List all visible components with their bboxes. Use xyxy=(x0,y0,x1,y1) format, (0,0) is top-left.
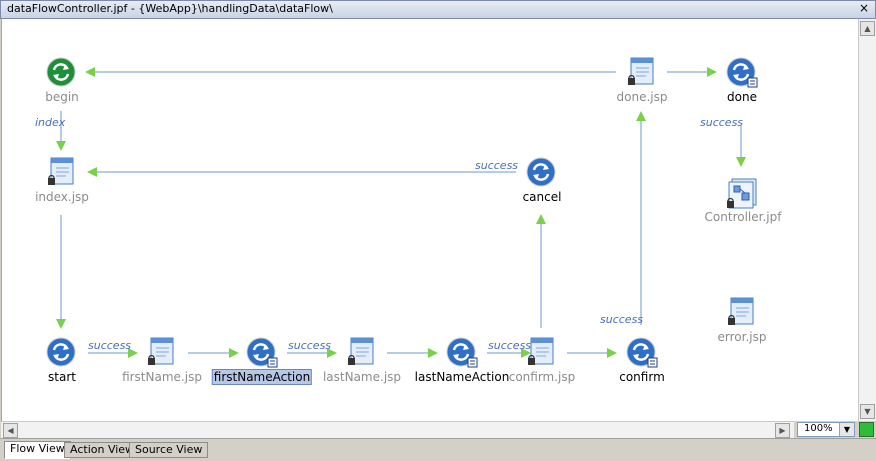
begin-action-node[interactable] xyxy=(46,57,76,90)
edge-label-success: success xyxy=(475,159,519,172)
edge-label-success: success xyxy=(700,116,744,129)
page-flow-icon xyxy=(727,178,757,209)
action-icon xyxy=(526,157,556,187)
lastname-action-node[interactable] xyxy=(446,337,478,372)
edge-label-index: index xyxy=(35,116,66,129)
edge-label-success: success xyxy=(488,339,532,352)
firstname-action-label: firstNameAction xyxy=(211,369,313,385)
done-action-node[interactable] xyxy=(726,57,758,92)
error-jsp-label: error.jsp xyxy=(717,330,767,344)
scroll-left-icon[interactable]: ◀ xyxy=(3,423,18,438)
zoom-select[interactable]: 100% ▼ xyxy=(797,422,855,437)
jsp-page-icon xyxy=(728,297,754,325)
vertical-scrollbar[interactable]: ▲ ▼ xyxy=(858,19,876,421)
cancel-label: cancel xyxy=(522,190,562,204)
firstname-action-node[interactable] xyxy=(246,337,278,372)
action-form-icon xyxy=(626,337,658,368)
scroll-down-icon[interactable]: ▼ xyxy=(860,404,875,419)
jsp-page-icon xyxy=(528,337,554,365)
begin-action-icon xyxy=(46,57,76,87)
lastname-action-label: lastNameAction xyxy=(414,370,510,384)
action-form-icon xyxy=(726,57,758,88)
done-jsp-node[interactable] xyxy=(627,56,657,91)
index-jsp-node[interactable] xyxy=(47,156,77,191)
firstname-jsp-node[interactable] xyxy=(147,336,177,371)
lastname-jsp-node[interactable] xyxy=(347,336,377,371)
confirm-label: confirm xyxy=(619,370,665,384)
edge-label-success: success xyxy=(88,339,132,352)
flow-canvas[interactable]: index success success success success su… xyxy=(1,19,859,421)
confirm-jsp-node[interactable] xyxy=(527,336,557,371)
scroll-up-icon[interactable]: ▲ xyxy=(860,21,875,36)
tab-action-view[interactable]: Action View xyxy=(64,442,141,458)
begin-label: begin xyxy=(45,90,79,104)
firstname-jsp-label: firstName.jsp xyxy=(122,370,202,384)
action-icon xyxy=(46,337,76,367)
tab-source-view[interactable]: Source View xyxy=(129,442,209,458)
start-action-node[interactable] xyxy=(46,337,76,370)
action-form-icon xyxy=(246,337,278,368)
lastname-jsp-label: lastName.jsp xyxy=(322,370,402,384)
editor-title: dataFlowController.jpf - {WebApp}\handli… xyxy=(7,2,333,15)
scroll-right-icon[interactable]: ▶ xyxy=(775,423,790,438)
chevron-down-icon[interactable]: ▼ xyxy=(839,423,854,436)
jsp-page-icon xyxy=(148,337,174,365)
jsp-page-icon xyxy=(348,337,374,365)
start-label: start xyxy=(48,370,76,384)
confirm-action-node[interactable] xyxy=(626,337,658,372)
flow-edges xyxy=(56,67,746,358)
jsp-page-icon xyxy=(48,157,74,185)
close-icon[interactable]: × xyxy=(858,1,869,15)
cancel-action-node[interactable] xyxy=(526,157,556,190)
done-jsp-label: done.jsp xyxy=(616,90,668,104)
editor-title-bar: dataFlowController.jpf - {WebApp}\handli… xyxy=(0,0,876,19)
index-jsp-label: index.jsp xyxy=(35,190,89,204)
zoom-value: 100% xyxy=(804,423,833,434)
view-tabs: Flow View Action View Source View xyxy=(0,438,876,461)
confirm-jsp-label: confirm.jsp xyxy=(508,370,576,384)
tab-flow-view[interactable]: Flow View xyxy=(4,441,71,459)
edge-label-success: success xyxy=(600,313,644,326)
controller-jpf-label: Controller.jpf xyxy=(704,210,782,224)
controller-jpf-node[interactable] xyxy=(726,177,758,212)
jsp-page-icon xyxy=(628,57,654,85)
overview-icon[interactable] xyxy=(859,422,874,437)
error-jsp-node[interactable] xyxy=(727,296,757,331)
action-form-icon xyxy=(446,337,478,368)
edge-label-success: success xyxy=(288,339,332,352)
horizontal-scrollbar[interactable]: ◀ ▶ xyxy=(1,421,794,438)
done-label: done xyxy=(727,90,757,104)
